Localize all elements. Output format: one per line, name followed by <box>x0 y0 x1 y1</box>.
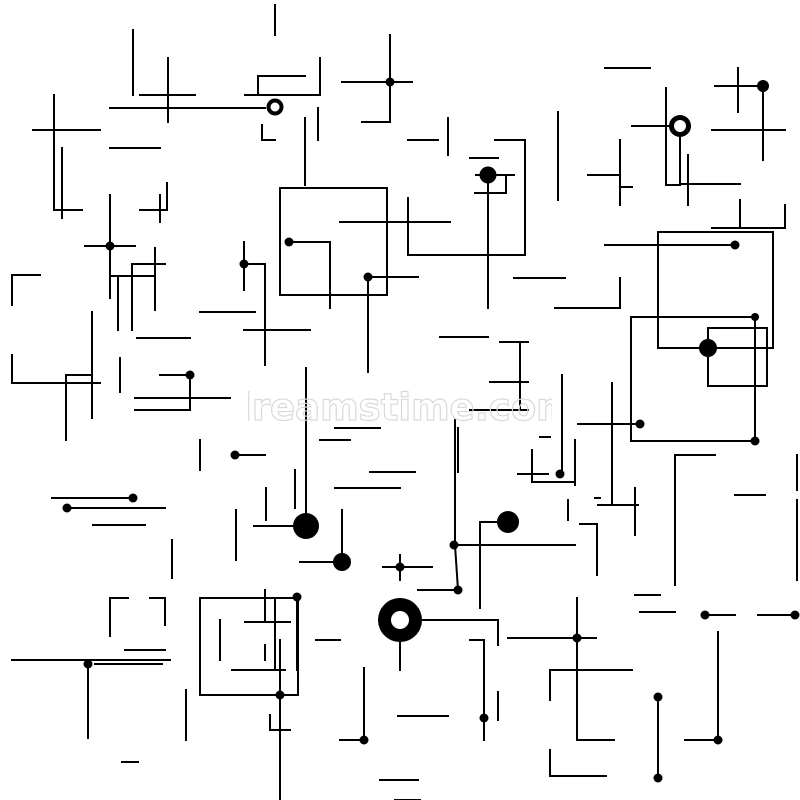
circuit-node-dot <box>83 659 93 669</box>
circuit-node-dot <box>449 540 459 550</box>
circuit-node-dot <box>751 313 759 321</box>
circuit-node-dot <box>292 592 302 602</box>
circuit-box <box>279 187 388 296</box>
circuit-node-dot <box>284 237 294 247</box>
circuit-node-dot <box>479 713 489 723</box>
circuit-ring-hole <box>674 120 686 132</box>
circuit-node-dot <box>385 77 395 87</box>
circuit-node-dot <box>363 272 373 282</box>
circuit-node-dot <box>653 773 663 783</box>
circuit-node-dot <box>750 436 760 446</box>
circuit-node-dot <box>757 80 769 92</box>
circuit-node-dot <box>333 553 351 571</box>
circuit-node-dot <box>105 241 115 251</box>
circuit-node-dot <box>62 503 72 513</box>
circuit-ring-hole <box>391 611 409 629</box>
circuit-node-dot <box>359 735 369 745</box>
circuit-node-dot <box>479 166 497 184</box>
circuit-node-dot <box>700 610 710 620</box>
circuit-node-dot <box>713 735 723 745</box>
circuit-node-dot <box>635 419 645 429</box>
circuit-box <box>707 327 768 387</box>
circuit-node-dot <box>293 513 319 539</box>
circuit-box <box>630 316 756 442</box>
circuit-node-dot <box>185 370 195 380</box>
circuit-node-dot <box>572 633 582 643</box>
circuit-node-dot <box>790 610 800 620</box>
circuit-node-dot <box>453 585 463 595</box>
circuit-node-dot <box>555 469 565 479</box>
circuit-ring-hole <box>270 102 280 112</box>
circuit-node-dot <box>128 493 138 503</box>
circuit-node-dot <box>730 240 740 250</box>
circuit-node-dot <box>497 511 519 533</box>
circuit-box <box>199 597 299 696</box>
circuit-node-dot <box>275 690 285 700</box>
circuit-node-dot <box>239 259 249 269</box>
circuit-node-dot <box>653 692 663 702</box>
circuit-node-dot <box>395 562 405 572</box>
circuit-line <box>453 543 460 592</box>
circuit-node-dot <box>230 450 240 460</box>
circuit-node-dot <box>699 339 717 357</box>
